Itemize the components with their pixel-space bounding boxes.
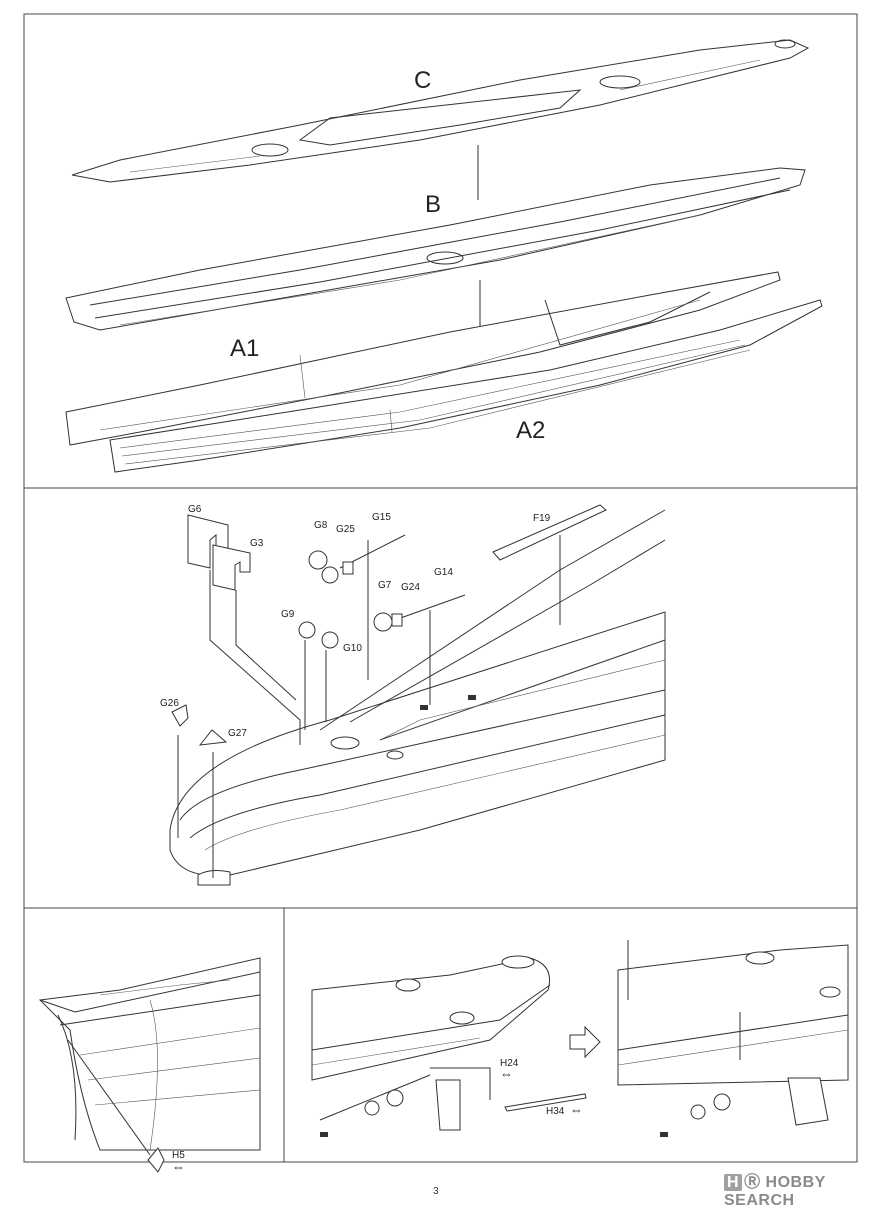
label-h5: H5: [172, 1150, 185, 1161]
label-g14: G14: [434, 567, 453, 578]
part-h24: [430, 1067, 491, 1100]
label-h24: H24: [500, 1058, 519, 1069]
guide-line-h5: [67, 1039, 151, 1156]
shaft-g15: [339, 534, 406, 575]
label-g25: G25: [336, 524, 355, 535]
label-a2: A2: [516, 417, 545, 444]
rudder-part-g6: [187, 514, 229, 569]
stern-hull-detail: [169, 509, 666, 886]
label-g26: G26: [160, 698, 179, 709]
page-number: 3: [433, 1186, 439, 1197]
guide-line-g6: [209, 570, 301, 745]
arrow-symbol-h24: ⇔: [500, 1066, 513, 1081]
hull-slot-1: [420, 705, 428, 710]
part-g27: [198, 729, 228, 746]
label-g15: G15: [372, 512, 391, 523]
rudder-part-g3: [212, 544, 251, 591]
guide-line-g3: [235, 590, 297, 701]
label-g8: G8: [314, 520, 328, 531]
panel-frame-step-4: [283, 907, 858, 1163]
propeller-g7: [373, 612, 393, 632]
label-g27: G27: [228, 728, 247, 739]
watermark-badge: H: [724, 1174, 743, 1191]
part-h5: [147, 1147, 165, 1173]
arrow-symbol-h5: ⇔: [172, 1159, 185, 1174]
deck-part-c: [71, 39, 810, 183]
label-a1: A1: [230, 335, 259, 362]
arrow-symbol-h34: ⇔: [570, 1102, 583, 1117]
label-g6: G6: [188, 504, 202, 515]
label-g9: G9: [281, 609, 295, 620]
label-g3: G3: [250, 538, 264, 549]
transition-arrow-icon: [569, 1025, 601, 1059]
bow-hull-detail: [38, 957, 261, 1151]
propeller-g10: [321, 631, 339, 649]
hull-slot-2: [468, 695, 476, 700]
shaft-g14: [391, 594, 466, 627]
label-h34: H34: [546, 1106, 565, 1117]
stern-detail-after: [617, 940, 849, 1137]
part-g26: [171, 704, 189, 727]
label-g7: G7: [378, 580, 392, 591]
watermark-symbol: Ⓡ: [744, 1174, 761, 1191]
hull-part-a1: [65, 271, 781, 446]
propeller-g8: [308, 550, 339, 584]
part-f19-strip: [492, 504, 607, 561]
hull-part-a2: [109, 299, 823, 473]
label-g24: G24: [401, 582, 420, 593]
stern-detail-before: [311, 955, 551, 1137]
hull-part-b: [65, 167, 806, 331]
label-b: B: [425, 191, 441, 218]
label-c: C: [414, 67, 431, 94]
propeller-g9: [298, 621, 316, 639]
label-g10: G10: [343, 643, 362, 654]
part-h34: [504, 1093, 587, 1112]
label-f19: F19: [533, 513, 551, 524]
